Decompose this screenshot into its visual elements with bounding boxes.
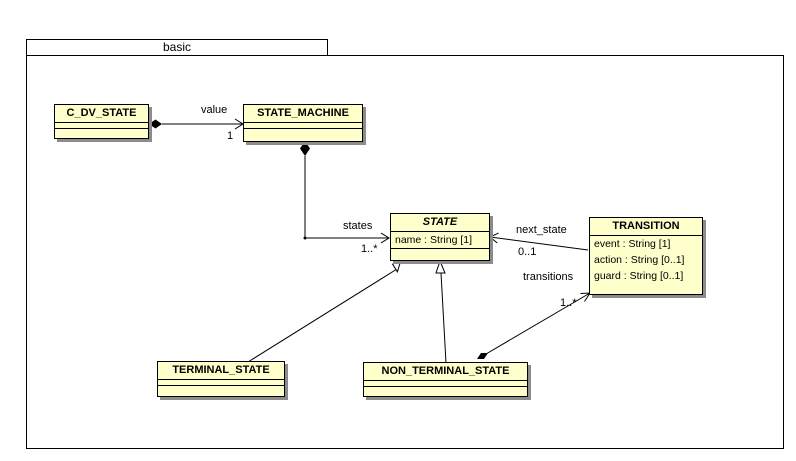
states-association[interactable] [300,141,390,244]
class-state-machine[interactable]: STATE_MACHINE [243,104,363,142]
operation-compartment [158,385,284,391]
role-label-transitions: transitions [523,271,574,283]
role-label-value: value [201,104,228,116]
attribute-name: name : String [1] [395,234,473,246]
class-state[interactable]: STATE name : String [1] [390,213,490,261]
role-label-next-state: next_state [516,224,567,236]
attribute-compartment [364,380,527,386]
multiplicity-next-state: 0..1 [518,246,537,258]
generalization-triangle [435,259,446,274]
attribute-compartment: name : String [1] [391,231,489,248]
multiplicity-value: 1 [227,130,234,142]
terminal-state-generalization[interactable] [247,259,402,363]
attribute-event: event : String [1] [594,238,671,250]
role-label-states: states [343,220,373,232]
composition-diamond [300,141,310,156]
class-name: C_DV_STATE [66,107,137,119]
class-name: STATE_MACHINE [257,107,349,119]
attribute-compartment [158,379,284,385]
class-name: TRANSITION [612,220,680,232]
class-name: NON_TERMINAL_STATE [381,365,510,377]
navigability-arrow [380,232,390,244]
composition-diamond [477,353,488,359]
operation-compartment [55,128,148,134]
composition-diamond [149,119,162,129]
class-terminal-state[interactable]: TERMINAL_STATE [157,361,285,397]
class-name: TERMINAL_STATE [172,364,270,376]
attribute-action: action : String [0..1] [594,254,685,266]
class-c-dv-state[interactable]: C_DV_STATE [54,104,149,139]
attribute-compartment: event : String [1] action : String [0..1… [590,235,702,284]
junction-dot [303,236,307,240]
navigability-arrow [489,232,499,244]
class-non-terminal-state[interactable]: NON_TERMINAL_STATE [363,362,528,397]
generalization-triangle [391,259,402,273]
operation-compartment [364,386,527,392]
attribute-compartment [55,122,148,128]
operation-compartment [244,128,362,134]
next-state-association[interactable] [489,232,589,251]
attribute-guard: guard : String [0..1] [594,270,684,282]
non-terminal-state-generalization[interactable] [435,259,447,364]
attribute-compartment [244,122,362,128]
operation-compartment [391,248,489,254]
multiplicity-transitions: 1..* [560,297,577,309]
class-transition[interactable]: TRANSITION event : String [1] action : S… [589,217,703,295]
multiplicity-states: 1..* [361,243,378,255]
class-name: STATE [422,216,458,228]
value-association[interactable] [149,118,244,130]
